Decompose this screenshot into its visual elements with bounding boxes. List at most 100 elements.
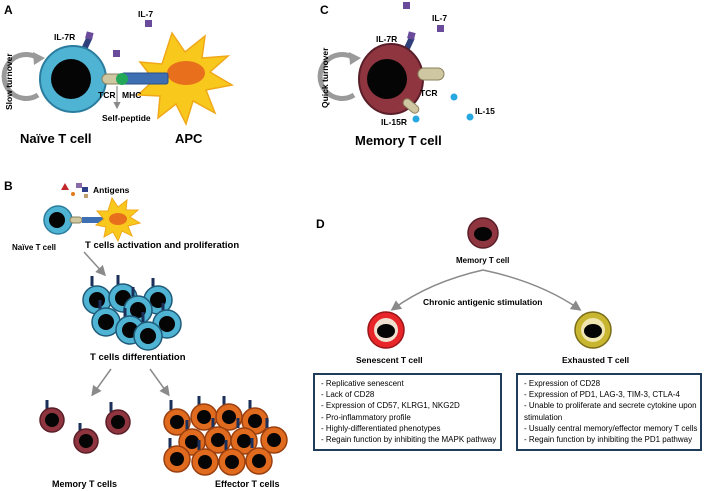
effector-t-cell [191,440,219,476]
exhausted-t-cell-nucleus [584,324,602,338]
antigen-square-icon [84,194,88,198]
effector-t-cells-label: Effector T cells [215,479,280,489]
effector-t-cell [245,438,273,475]
il15r-receptor-icon [402,98,420,114]
exhausted-feature-item: - Unable to proliferate and secrete cyto… [524,401,697,411]
il15r-label: IL-15R [381,117,407,127]
naive-t-cell-label: Naïve T cell [20,131,92,146]
il15-molecule-icon [412,115,420,123]
activation-arrow [83,251,107,277]
tcr-label: TCR [98,90,115,100]
memory-t-cell-label: Memory T cell [355,133,442,148]
il7-label: IL-7 [138,9,153,19]
activation-label: T cells activation and proliferation [85,240,239,251]
apc-label: APC [175,131,203,146]
panel-b: B Antigens Naïve T cell T cells activati… [4,179,288,489]
effector-t-cells-group [163,396,288,476]
effector-t-cell [230,418,258,455]
mhc-molecule-icon [121,72,169,85]
antigen-square-icon [82,187,88,192]
memory-t-cell-small [73,423,99,454]
panel-d: D Memory T cell Chronic antigenic stimul… [316,217,629,365]
il15-molecule-icon [466,113,474,121]
memory-t-cells-label: Memory T cells [52,479,117,489]
il7-molecule-icon [403,2,410,9]
antigen-square-icon [76,183,82,188]
effector-t-cell [260,418,288,454]
memory-t-cell-nucleus [367,59,407,99]
il7-molecule-icon [407,31,416,40]
panel-a: A Slow turnover IL-7R TCR MHC Self-pepti… [1,3,235,146]
senescent-feature-item: - Highly-differentiated phenotypes [321,423,441,433]
memory-t-cell-d-label: Memory T cell [456,256,509,265]
slow-turnover-label: Slow turnover [4,53,14,110]
exhausted-feature-item: - Usually central memory/effector memory… [524,423,698,433]
apc-small-nucleus [109,213,127,225]
senescent-feature-item: - Replicative senescent [321,379,404,388]
il7-label: IL-7 [432,13,447,23]
self-peptide-label: Self-peptide [102,113,151,123]
panel-c-letter: C [320,3,329,17]
il15-label: IL-15 [475,106,495,116]
effector-t-cell [241,400,269,435]
to-exhausted-arrow [482,269,582,311]
memory-t-cell-small [39,400,65,433]
effector-t-cell [215,396,243,431]
senescent-t-cell-nucleus [377,324,395,338]
exhausted-feature-item: - Expression of PD1, LAG-3, TIM-3, CTLA-… [524,390,680,400]
naive-t-cell-small-label: Naïve T cell [12,243,56,252]
apc-nucleus [167,61,205,85]
il7r-label: IL-7R [376,34,397,44]
panel-a-letter: A [4,3,13,17]
effector-t-cell [163,400,191,436]
effector-t-cell [218,440,246,476]
il7-molecule-icon [437,25,444,32]
proliferating-cell [91,300,121,337]
turnover-arrowhead-icon [33,52,45,65]
antigen-triangle-icon [61,183,69,190]
panel-d-letter: D [316,217,325,231]
naive-t-cell-small-nucleus [49,212,65,228]
exhausted-feature-item: - Regain function by inhibiting the PD1 … [524,435,693,445]
antigen-dot-icon [71,192,75,196]
differentiation-label: T cells differentiation [90,352,186,363]
il15-molecule-icon [450,93,458,101]
senescent-feature-item: - Lack of CD28 [321,390,375,400]
il7r-label: IL-7R [54,32,75,42]
senescent-feature-item: - Pro-inflammatory profile [321,412,411,422]
tcr-label: TCR [420,88,437,98]
quick-turnover-label: Quick turnover [320,47,330,108]
il7-molecule-icon [113,50,120,57]
tcr-receptor-icon [69,216,83,224]
antigens-label: Antigens [93,185,130,195]
senescent-feature-item: - Regain function by inhibiting the MAPK… [321,435,497,445]
turnover-arrow-icon [1,52,40,101]
chronic-stimulation-label: Chronic antigenic stimulation [423,297,542,307]
self-peptide-icon [116,73,128,85]
to-effector-arrow [149,368,170,397]
senescent-t-cell-label: Senescent T cell [356,355,423,365]
exhausted-feature-item: stimulation [524,412,563,422]
il7-molecule-icon [85,31,94,40]
turnover-arrow-icon [317,52,356,101]
naive-t-cell-nucleus [51,59,91,99]
exhausted-feature-item: - Expression of CD28 [524,379,601,388]
memory-t-cell-d-nucleus [474,227,492,241]
senescent-features-box: - Replicative senescent - Lack of CD28 -… [313,373,502,451]
memory-t-cells-group [39,400,131,454]
tcr-receptor-icon [417,67,445,81]
il7-molecule-icon [145,20,152,27]
turnover-arrowhead-icon [349,52,361,65]
memory-t-cell-small [105,402,131,435]
mhc-molecule-icon [82,217,104,223]
proliferating-cells-cluster [82,275,182,351]
exhausted-features-box: - Expression of CD28 - Expression of PD1… [516,373,702,451]
panel-c: C Quick turnover IL-7 IL-7R TCR IL-15R I… [317,2,495,148]
mhc-label: MHC [122,90,141,100]
to-memory-arrow [91,368,112,397]
senescent-feature-item: - Expression of CD57, KLRG1, NKG2D [321,401,460,411]
panel-b-letter: B [4,179,13,193]
proliferating-cell [133,312,163,351]
effector-t-cell [163,438,191,473]
